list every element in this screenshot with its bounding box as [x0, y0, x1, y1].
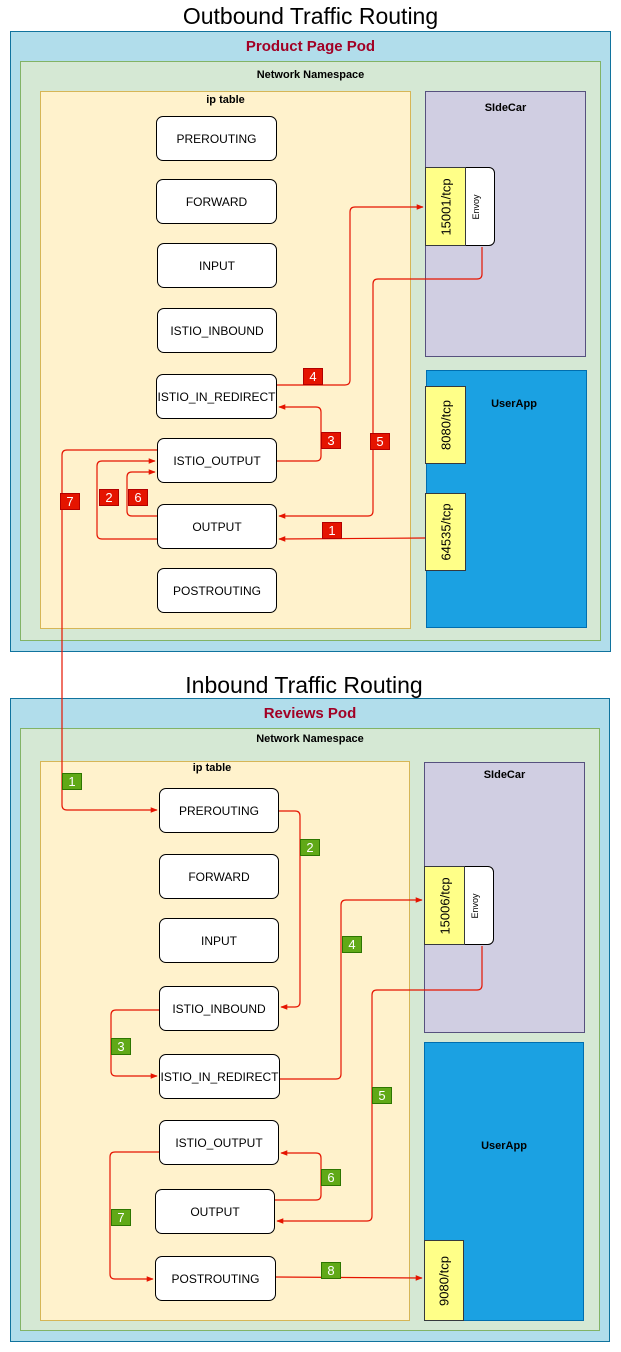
inbound-ip-table-label: ip table [192, 762, 232, 774]
inbound-userapp [424, 1042, 584, 1321]
inbound-step-1: 1 [62, 773, 82, 790]
inbound-step-2: 2 [300, 839, 320, 856]
outbound-arrow-1 [278, 536, 426, 542]
inbound-title: Inbound Traffic Routing [185, 672, 423, 698]
inbound-userapp-label: UserApp [481, 1140, 527, 1152]
inbound-chain-prerouting: PREROUTING [159, 788, 279, 833]
inbound-chain-istio-output: ISTIO_OUTPUT [159, 1120, 279, 1165]
outbound-app-port-8080: 8080/tcp [425, 386, 466, 464]
inbound-chain-istio-inbound: ISTIO_INBOUND [159, 986, 279, 1031]
outbound-namespace-label: Network Namespace [256, 69, 365, 81]
inbound-chain-postrouting: POSTROUTING [155, 1256, 276, 1301]
inbound-pod-label: Reviews Pod [263, 705, 357, 722]
outbound-pod-label: Product Page Pod [245, 38, 376, 55]
outbound-arrow-5 [278, 247, 483, 519]
outbound-chain-prerouting: PREROUTING [156, 116, 277, 161]
inbound-step-4: 4 [342, 936, 362, 953]
outbound-ip-table-label: ip table [206, 94, 245, 106]
outbound-userapp-label: UserApp [491, 398, 537, 410]
inbound-chain-input: INPUT [159, 918, 279, 963]
outbound-arrow-2 [96, 458, 157, 540]
inbound-envoy-port: 15006/tcp [424, 866, 465, 945]
outbound-arrow-4 [277, 204, 424, 386]
inbound-chain-forward: FORWARD [159, 854, 279, 899]
outbound-chain-output: OUTPUT [157, 504, 277, 549]
inbound-step-3: 3 [111, 1038, 131, 1055]
inbound-step-8: 8 [321, 1262, 341, 1279]
outbound-step-2: 2 [99, 489, 119, 506]
outbound-arrow-7 [61, 449, 158, 813]
outbound-chain-forward: FORWARD [156, 179, 277, 224]
inbound-chain-istio-in-redirect: ISTIO_IN_REDIRECT [159, 1054, 280, 1099]
outbound-title: Outbound Traffic Routing [182, 3, 439, 29]
outbound-chain-postrouting: POSTROUTING [157, 568, 277, 613]
outbound-step-5: 5 [370, 433, 390, 450]
outbound-chain-input: INPUT [157, 243, 277, 288]
outbound-step-3: 3 [321, 432, 341, 449]
outbound-chain-istio-output: ISTIO_OUTPUT [157, 438, 277, 483]
outbound-chain-istio-inbound: ISTIO_INBOUND [157, 308, 277, 353]
inbound-step-7: 7 [111, 1209, 131, 1226]
outbound-sidecar-label: SIdeCar [484, 102, 527, 114]
inbound-step-6: 6 [321, 1169, 341, 1186]
inbound-arrow-7 [109, 1151, 159, 1282]
inbound-arrow-6 [275, 1150, 322, 1201]
outbound-app-port-64535: 64535/tcp [425, 493, 466, 571]
outbound-chain-istio-in-redirect: ISTIO_IN_REDIRECT [156, 374, 277, 419]
outbound-step-7: 7 [60, 493, 80, 510]
inbound-arrow-4 [280, 897, 423, 1080]
inbound-sidecar-label: SIdeCar [483, 769, 526, 781]
inbound-arrow-2 [279, 810, 301, 1010]
inbound-arrow-5 [276, 946, 483, 1224]
inbound-chain-output: OUTPUT [155, 1189, 275, 1234]
outbound-step-1: 1 [322, 522, 342, 539]
outbound-arrow-3 [277, 404, 322, 462]
inbound-namespace-label: Network Namespace [256, 733, 364, 745]
outbound-arrow-6 [126, 469, 157, 517]
outbound-step-4: 4 [303, 368, 323, 385]
outbound-step-6: 6 [128, 489, 148, 506]
inbound-step-5: 5 [372, 1087, 392, 1104]
inbound-app-port-9080: 9080/tcp [424, 1240, 464, 1321]
inbound-arrow-8 [275, 1275, 423, 1281]
outbound-envoy-port: 15001/tcp [425, 167, 466, 246]
